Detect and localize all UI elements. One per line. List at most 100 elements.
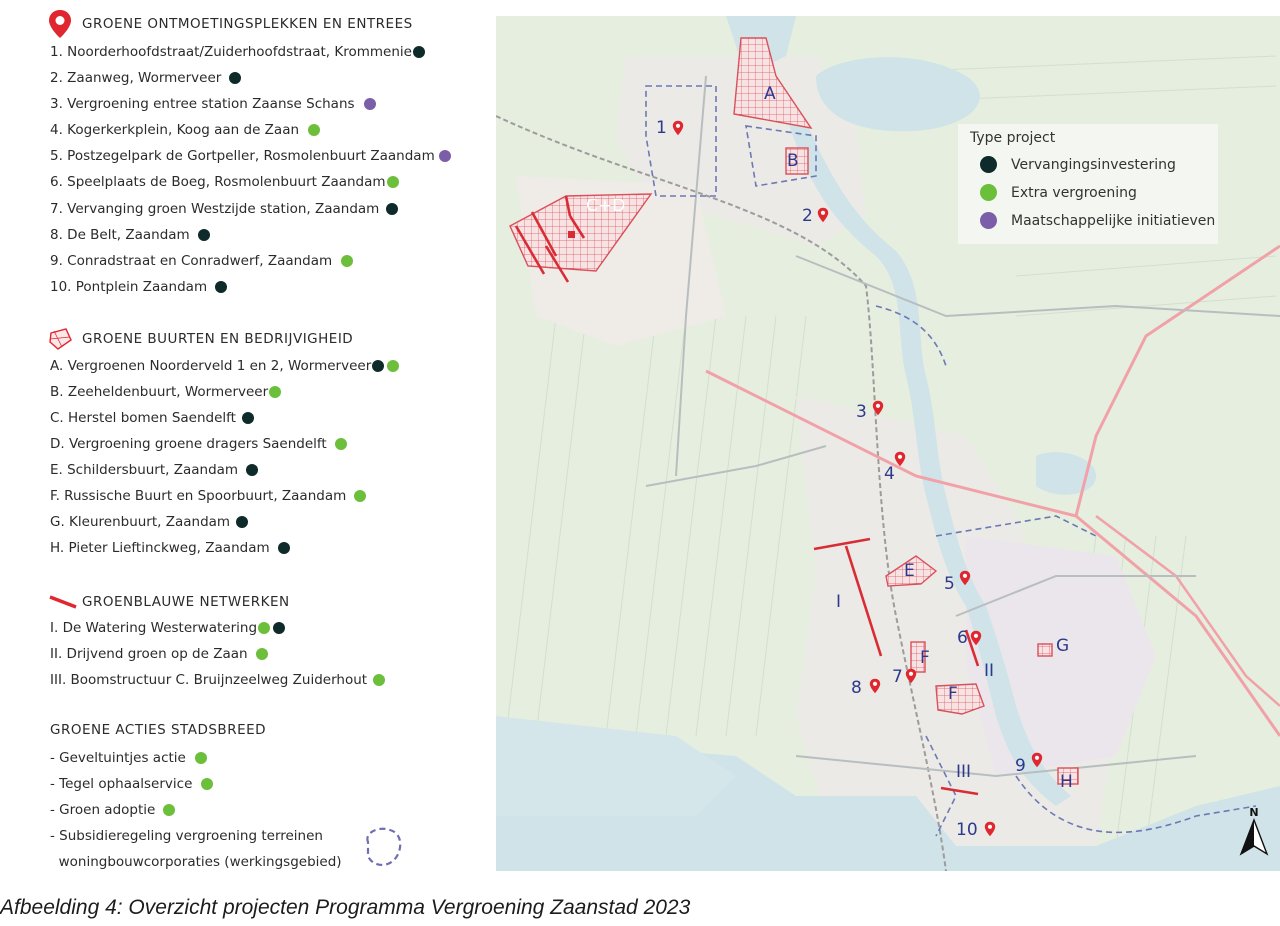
legend-panel: GROENE ONTMOETINGSPLEKKEN EN ENTREES 1. … — [0, 0, 495, 880]
network-line-ii — [964, 629, 980, 667]
type-dot-vervanging — [386, 203, 399, 215]
type-dot-vervanging — [980, 156, 997, 173]
legend-item: D. Vergroening groene dragers Saendelft — [50, 434, 347, 454]
type-dot-vervanging — [197, 229, 210, 241]
network-label-i: I — [836, 592, 842, 612]
type-dot-extra — [194, 752, 207, 764]
pin-label-9: 9 — [1015, 756, 1026, 776]
map-legend-entry: Vervangingsinvestering — [980, 156, 1176, 173]
legend-item: - Subsidieregeling vergroening terreinen — [50, 828, 323, 844]
section-title: GROENE ACTIES STADSBREED — [50, 722, 267, 738]
type-dot-extra — [373, 674, 386, 686]
section-heading-acties: GROENE ACTIES STADSBREED — [50, 722, 266, 738]
legend-item: 3. Vergroening entree station Zaanse Sch… — [50, 94, 376, 114]
legend-item: H. Pieter Lieftinckweg, Zaandam — [50, 538, 290, 558]
network-line-i-top — [813, 537, 871, 551]
legend-item: 10. Pontplein Zaandam — [50, 277, 228, 297]
pin-label-1: 1 — [656, 118, 667, 138]
type-dot-vervanging — [229, 72, 242, 84]
legend-item: 1. Noorderhoofdstraat/Zuiderhoofdstraat,… — [50, 42, 425, 62]
legend-item: - Geveltuintjes actie — [50, 748, 207, 768]
map-type-legend: Type project Vervangingsinvestering Extr… — [958, 124, 1218, 244]
area-label-cd: C+D — [586, 196, 626, 216]
legend-item: I. De Watering Westerwatering — [50, 618, 286, 638]
type-dot-vervanging — [273, 622, 286, 634]
pin-label-4: 4 — [884, 464, 895, 484]
project-map: 1 2 3 4 5 6 7 8 9 10 A B C+D E F F G H I… — [496, 16, 1280, 871]
area-label-a: A — [764, 84, 776, 104]
pin-label-5: 5 — [944, 574, 955, 594]
legend-item: F. Russische Buurt en Spoorbuurt, Zaanda… — [50, 486, 367, 506]
legend-item: woningbouwcorporaties (werkingsgebied) — [50, 854, 342, 870]
network-line-i — [844, 545, 883, 657]
network-line-iii — [940, 786, 979, 796]
area-label-f: F — [948, 684, 958, 704]
area-f-south — [935, 683, 985, 715]
legend-item: II. Drijvend groen op de Zaan — [50, 644, 268, 664]
legend-item: - Tegel ophaalservice — [50, 774, 214, 794]
type-dot-vervanging — [412, 46, 425, 58]
type-dot-vervanging — [241, 412, 254, 424]
pin-label-2: 2 — [802, 206, 813, 226]
type-dot-maatschappelijk — [363, 98, 376, 110]
area-label-b: B — [787, 151, 799, 171]
legend-item: 7. Vervanging groen Westzijde station, Z… — [50, 199, 399, 219]
section-title: GROENBLAUWE NETWERKEN — [82, 594, 290, 610]
legend-item: 4. Kogerkerkplein, Koog aan de Zaan — [50, 120, 321, 140]
type-dot-vervanging — [277, 542, 290, 554]
area-label-h: H — [1060, 772, 1073, 792]
type-dot-vervanging — [372, 360, 385, 372]
map-legend-title: Type project — [970, 130, 1056, 146]
section-heading-ontmoetingsplekken: GROENE ONTMOETINGSPLEKKEN EN ENTREES — [48, 10, 413, 38]
red-line-icon — [48, 588, 82, 616]
legend-item: 8. De Belt, Zaandam — [50, 225, 210, 245]
legend-item: 9. Conradstraat en Conradwerf, Zaandam — [50, 251, 354, 271]
type-dot-extra — [201, 778, 214, 790]
section-heading-netwerken: GROENBLAUWE NETWERKEN — [48, 588, 290, 616]
legend-item: - Groen adoptie — [50, 800, 176, 820]
legend-item: C. Herstel bomen Saendelft — [50, 408, 254, 428]
type-dot-extra — [163, 804, 176, 816]
area-b — [785, 147, 809, 175]
section-title: GROENE BUURTEN EN BEDRIJVIGHEID — [82, 331, 354, 347]
area-g — [1037, 643, 1053, 657]
type-dot-extra — [258, 622, 271, 634]
type-dot-extra — [255, 648, 268, 660]
pin-label-10: 10 — [956, 820, 978, 840]
type-dot-extra — [334, 438, 347, 450]
legend-item: A. Vergroenen Noorderveld 1 en 2, Wormer… — [50, 356, 400, 376]
pin-label-7: 7 — [892, 667, 903, 687]
type-dot-vervanging — [236, 516, 249, 528]
map-legend-entry: Maatschappelijke initiatieven — [980, 212, 1215, 229]
map-pin-icon — [48, 10, 82, 38]
pin-label-3: 3 — [856, 402, 867, 422]
legend-item: 6. Speelplaats de Boeg, Rosmolenbuurt Za… — [50, 172, 399, 192]
north-arrow-icon: N — [1237, 806, 1271, 858]
pin-label-6: 6 — [957, 628, 968, 648]
type-dot-maatschappelijk — [980, 212, 997, 229]
legend-item: 2. Zaanweg, Wormerveer — [50, 68, 242, 88]
map-canvas — [496, 16, 1280, 871]
area-label-e: E — [904, 561, 915, 581]
type-dot-extra — [354, 490, 367, 502]
type-dot-extra — [980, 184, 997, 201]
section-heading-buurten: GROENE BUURTEN EN BEDRIJVIGHEID — [48, 325, 353, 353]
type-dot-extra — [269, 386, 282, 398]
dashed-boundary-icon — [360, 824, 406, 874]
legend-item: E. Schildersbuurt, Zaandam — [50, 460, 259, 480]
area-f-north — [910, 641, 926, 673]
area-e — [885, 555, 938, 587]
hatched-area-icon — [48, 325, 82, 353]
legend-item: B. Zeeheldenbuurt, Wormerveer — [50, 382, 282, 402]
type-dot-extra — [387, 360, 400, 372]
type-dot-extra — [308, 124, 321, 136]
legend-item: G. Kleurenbuurt, Zaandam — [50, 512, 249, 532]
type-dot-maatschappelijk — [438, 150, 451, 162]
type-dot-extra — [386, 176, 399, 188]
figure-caption: Afbeelding 4: Overzicht projecten Progra… — [0, 896, 691, 919]
area-label-g: G — [1056, 636, 1070, 656]
type-dot-vervanging — [215, 281, 228, 293]
type-dot-extra — [341, 255, 354, 267]
pin-label-8: 8 — [851, 678, 862, 698]
area-label-f: F — [920, 648, 930, 668]
